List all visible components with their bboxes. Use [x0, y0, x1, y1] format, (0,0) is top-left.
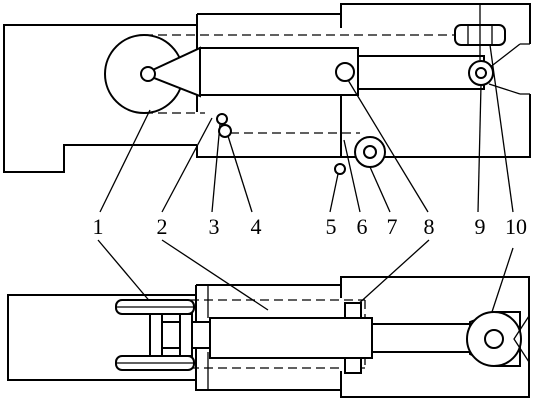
leader-3: [211, 123, 221, 213]
callout-numbers: 1 2 3 4 5 6 7 8 9 10: [93, 214, 528, 239]
label-7: 7: [387, 214, 398, 239]
guide-block-bottom: [344, 357, 362, 374]
leader-6: [343, 139, 361, 213]
leader-9: [477, 84, 482, 213]
bottom-view: [7, 276, 530, 398]
pulley-7-hub: [363, 145, 377, 159]
leader-8: [347, 79, 429, 213]
bottom-main-slider: [209, 317, 373, 359]
label-6: 6: [357, 214, 368, 239]
label-5: 5: [326, 214, 337, 239]
label-2: 2: [157, 214, 168, 239]
bottom-rod: [371, 323, 473, 353]
roller-pin: [140, 66, 156, 82]
ball-5: [334, 163, 346, 175]
label-3: 3: [209, 214, 220, 239]
leader-2: [161, 117, 213, 213]
main-slider: [199, 47, 359, 96]
leader-1: [99, 109, 151, 213]
leader-b8: [355, 239, 430, 307]
rod-end-pin: [475, 67, 487, 79]
leader-7: [369, 166, 391, 213]
top-right-guides: [488, 43, 530, 95]
piston-rod: [357, 55, 485, 90]
top-right-housing: [340, 3, 531, 158]
top-left-frame: [3, 24, 197, 173]
label-4: 4: [251, 214, 262, 239]
top-view: [3, 3, 531, 175]
leader-4: [227, 135, 253, 213]
leader-b2: [161, 239, 269, 311]
top-leaders: [99, 44, 514, 213]
ball-3: [216, 113, 228, 125]
leader-b1: [97, 239, 153, 305]
leader-5: [329, 173, 339, 213]
label-8: 8: [424, 214, 435, 239]
ball-4: [218, 124, 232, 138]
bottom-leaders: [97, 239, 514, 319]
guide-block-top: [344, 302, 362, 319]
axle-left: [149, 313, 163, 357]
bottom-roller-hub: [484, 329, 504, 349]
bottom-right-housing: [340, 276, 530, 398]
leader-10: [489, 44, 514, 213]
label-1: 1: [93, 214, 104, 239]
bottom-right-wedge: [513, 315, 530, 363]
label-9: 9: [475, 214, 486, 239]
bottom-left-frame: [7, 294, 196, 381]
axle-right: [179, 313, 193, 357]
slider-hinge: [335, 62, 355, 82]
label-10: 10: [505, 214, 527, 239]
leader-b10: [489, 247, 514, 319]
